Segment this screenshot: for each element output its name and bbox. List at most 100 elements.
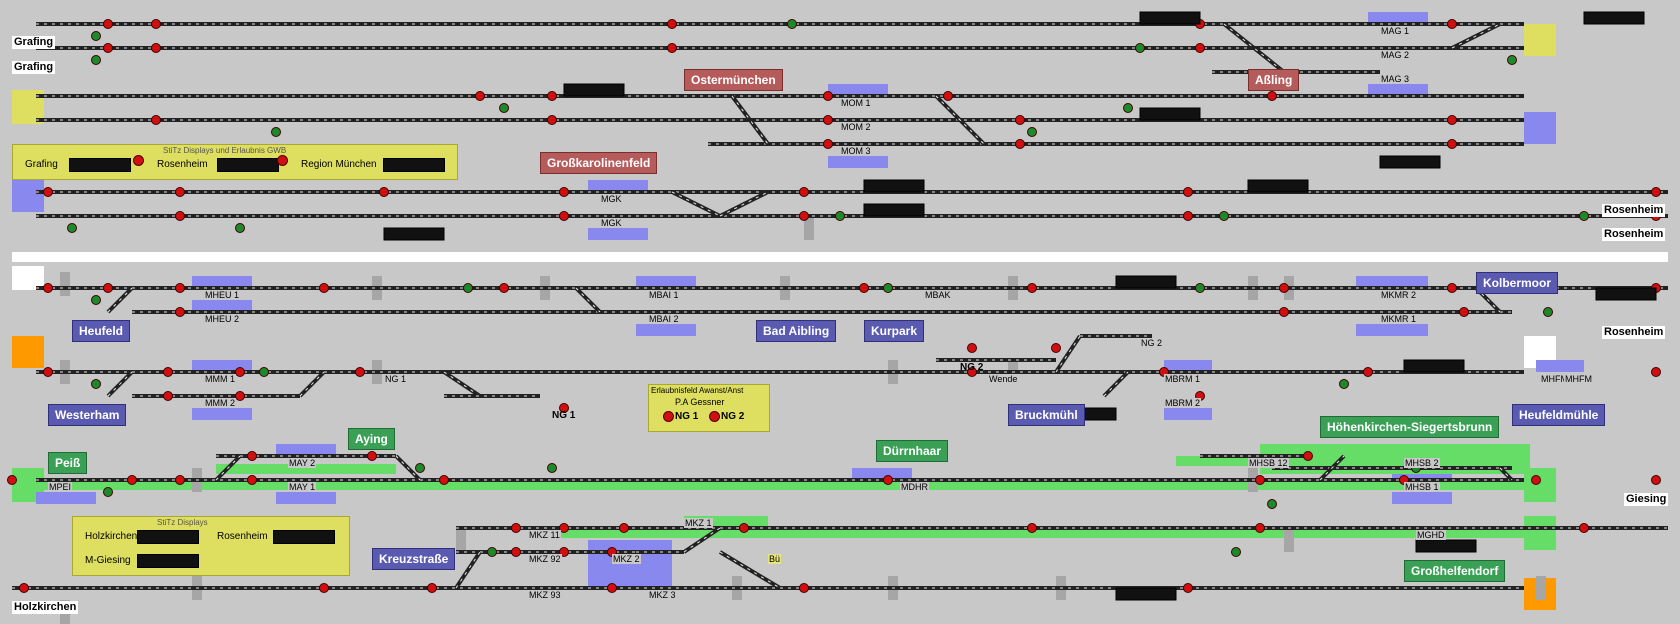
track-mbrm2[interactable]: MBRM 2	[1164, 398, 1202, 408]
station-assling[interactable]: Aßling	[1248, 69, 1300, 91]
track-mbak[interactable]: MBAK	[924, 290, 952, 300]
signal-red-27[interactable]	[1183, 187, 1193, 197]
signal-green-22[interactable]	[103, 487, 113, 497]
station-kreuzstrasse[interactable]: Kreuzstraße	[372, 548, 456, 570]
level-crossing-label[interactable]: Bü	[768, 554, 782, 564]
signal-red-1[interactable]	[151, 19, 161, 29]
signal-red-49[interactable]	[235, 367, 245, 377]
signal-red-78[interactable]	[1579, 523, 1589, 533]
signal-red-13[interactable]	[1267, 91, 1277, 101]
signal-green-4[interactable]	[1135, 43, 1145, 53]
signal-red-60[interactable]	[127, 475, 137, 485]
station-kolbermoor[interactable]: Kolbermoor	[1476, 272, 1559, 294]
signal-green-18[interactable]	[1543, 307, 1553, 317]
track-mag3[interactable]: MAG 3	[1380, 74, 1411, 84]
signal-red-72[interactable]	[511, 523, 521, 533]
signal-red-82[interactable]	[19, 583, 29, 593]
signal-red-63[interactable]	[439, 475, 449, 485]
signal-red-76[interactable]	[1027, 523, 1037, 533]
track-mhfm-2[interactable]: MHFM	[1564, 374, 1593, 384]
signal-red-86[interactable]	[799, 583, 809, 593]
sw-mkz-b[interactable]	[682, 526, 722, 554]
track-mbai1[interactable]: MBAI 1	[648, 290, 680, 300]
signal-red-38[interactable]	[499, 283, 509, 293]
signal-red-80[interactable]	[559, 547, 569, 557]
signal-red-42[interactable]	[1447, 283, 1457, 293]
signal-red-79[interactable]	[511, 547, 521, 557]
station-kurpark[interactable]: Kurpark	[864, 320, 925, 342]
signal-red-9[interactable]	[475, 91, 485, 101]
signal-red-87[interactable]	[1183, 583, 1193, 593]
station-bad-aibling[interactable]: Bad Aibling	[756, 320, 837, 342]
signal-red-15[interactable]	[547, 115, 557, 125]
signal-red-25[interactable]	[559, 187, 569, 197]
signal-red-28[interactable]	[1651, 187, 1661, 197]
button-erlaubnis-ng2[interactable]	[709, 411, 720, 422]
sw-ng1[interactable]	[442, 370, 482, 398]
signal-green-19[interactable]	[91, 379, 101, 389]
signal-red-51[interactable]	[967, 367, 977, 377]
signal-green-6[interactable]	[271, 127, 281, 137]
signal-green-2[interactable]	[787, 19, 797, 29]
signal-green-14[interactable]	[91, 295, 101, 305]
track-mom2[interactable]: MOM 2	[840, 122, 872, 132]
signal-green-15[interactable]	[463, 283, 473, 293]
signal-green-11[interactable]	[835, 211, 845, 221]
track-mheu1[interactable]: MHEU 1	[204, 290, 241, 300]
track-mgk-1[interactable]: MGK	[600, 194, 623, 204]
sw-ng2[interactable]	[1054, 334, 1082, 374]
track-mkz93[interactable]: MKZ 93	[528, 590, 562, 600]
signal-red-19[interactable]	[823, 139, 833, 149]
track-mkz11[interactable]: MKZ 11	[528, 530, 561, 540]
signal-red-20[interactable]	[1015, 139, 1025, 149]
signal-red-73[interactable]	[559, 523, 569, 533]
signal-green-17[interactable]	[1195, 283, 1205, 293]
signal-red-29[interactable]	[175, 211, 185, 221]
station-duerrnhaar[interactable]: Dürrnhaar	[876, 440, 949, 462]
signal-red-54[interactable]	[1651, 367, 1661, 377]
signal-red-32[interactable]	[1183, 211, 1193, 221]
signal-red-26[interactable]	[799, 187, 809, 197]
track-mdhr[interactable]: MDHR	[900, 482, 929, 492]
signal-red-65[interactable]	[1255, 475, 1265, 485]
track-mghd[interactable]: MGHD	[1416, 530, 1446, 540]
signal-red-75[interactable]	[739, 523, 749, 533]
signal-red-62[interactable]	[247, 475, 257, 485]
signal-green-23[interactable]	[415, 463, 425, 473]
signal-red-34[interactable]	[43, 283, 53, 293]
button-erlaubnis-ng1[interactable]	[663, 411, 674, 422]
signal-red-61[interactable]	[175, 475, 185, 485]
track-may2[interactable]: MAY 2	[288, 458, 317, 468]
signal-red-6[interactable]	[151, 43, 161, 53]
signal-red-40[interactable]	[1027, 283, 1037, 293]
signal-red-85[interactable]	[607, 583, 617, 593]
signal-red-64[interactable]	[883, 475, 893, 485]
signal-green-0[interactable]	[91, 31, 101, 41]
signal-green-27[interactable]	[487, 547, 497, 557]
track-mkz92[interactable]: MKZ 92	[528, 554, 562, 564]
track-mkmr1[interactable]: MKMR 1	[1380, 314, 1418, 324]
signal-red-17[interactable]	[1015, 115, 1025, 125]
signal-red-39[interactable]	[859, 283, 869, 293]
signal-red-31[interactable]	[799, 211, 809, 221]
signal-red-84[interactable]	[427, 583, 437, 593]
signal-red-7[interactable]	[667, 43, 677, 53]
track-mhsb2[interactable]: MHSB 2	[1404, 458, 1440, 468]
signal-red-53[interactable]	[1363, 367, 1373, 377]
track-mheu2[interactable]: MHEU 2	[204, 314, 241, 324]
signal-red-71[interactable]	[1303, 451, 1313, 461]
signal-green-26[interactable]	[1267, 499, 1277, 509]
signal-red-56[interactable]	[235, 391, 245, 401]
track-mhsb1[interactable]: MHSB 1	[1404, 482, 1440, 492]
signal-red-23[interactable]	[175, 187, 185, 197]
track-mkz1[interactable]: MKZ 1	[684, 518, 713, 528]
signal-red-48[interactable]	[163, 367, 173, 377]
signal-red-5[interactable]	[103, 43, 113, 53]
signal-green-16[interactable]	[883, 283, 893, 293]
signal-red-47[interactable]	[43, 367, 53, 377]
signal-green-1[interactable]	[91, 55, 101, 65]
signal-green-12[interactable]	[1219, 211, 1229, 221]
signal-red-16[interactable]	[823, 115, 833, 125]
signal-red-59[interactable]	[7, 475, 17, 485]
signal-red-37[interactable]	[319, 283, 329, 293]
